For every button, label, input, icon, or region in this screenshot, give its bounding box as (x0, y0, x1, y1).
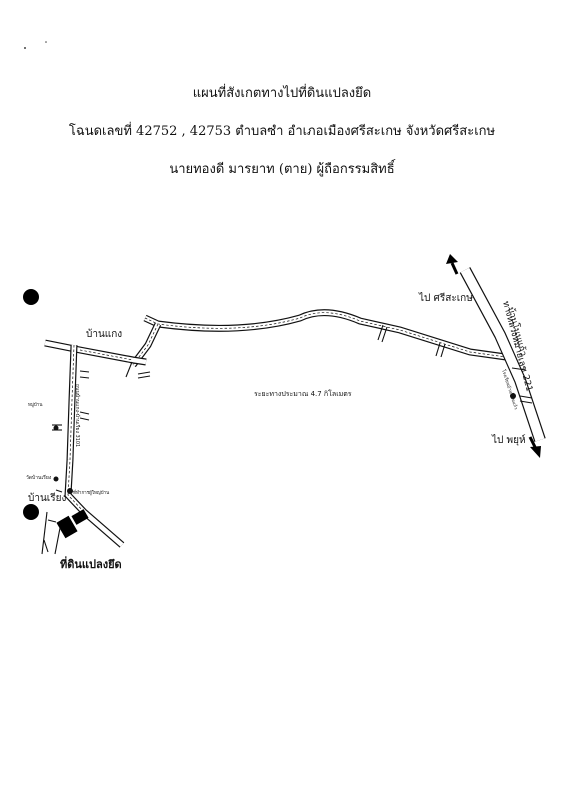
local-road (64, 344, 125, 548)
main-road (143, 309, 507, 361)
seized-land-parcel (56, 509, 89, 539)
access-lines (41, 511, 61, 555)
small-village-label: หมู่บ้าน (28, 402, 42, 408)
side-road-ticks (43, 324, 533, 553)
punch-hole-mark (23, 289, 39, 305)
scan-speck (45, 41, 47, 43)
scan-speck (24, 47, 26, 49)
landmark-dot (67, 488, 73, 494)
to-phayu-label: ไป พยุห์ (491, 434, 526, 446)
local-road-label: ถนนบ้านแกง-บ้านเรียง 3101 (74, 384, 81, 447)
distance-note: ระยะทางประมาณ 4.7 กิโลเมตร (254, 389, 352, 398)
deed-info: โฉนดเลขที่ 42752 , 42753 ตำบลซำ อำเภอเมื… (68, 124, 496, 139)
map-title: แผนที่สังเกตทางไปที่ดินแปลงยึด (192, 86, 372, 101)
arrow-down-icon (528, 436, 541, 458)
to-sisaket-label: ไป ศรีสะเกษ (418, 292, 473, 304)
arrow-up-icon (446, 254, 459, 275)
ban-rian-label: บ้านเรียง (28, 492, 66, 504)
punch-hole-mark (23, 504, 39, 520)
headman-office-label: ที่ทำการผู้ใหญ่บ้าน (73, 489, 109, 496)
landmark-dot (53, 425, 59, 431)
ban-kaeng-road (44, 339, 147, 366)
seized-land-label: ที่ดินแปลงยึด (60, 556, 122, 571)
ban-kaeng-label: บ้านแกง (86, 328, 122, 340)
owner-info: นายทองดี มารยาท (ตาย) ผู้ถือกรรมสิทธิ์ (169, 162, 395, 177)
highway-221 (459, 267, 546, 442)
temple-label: วัดบ้านเรียง (26, 474, 52, 481)
landmark-dot (510, 393, 516, 399)
landmark-dot (53, 476, 59, 482)
